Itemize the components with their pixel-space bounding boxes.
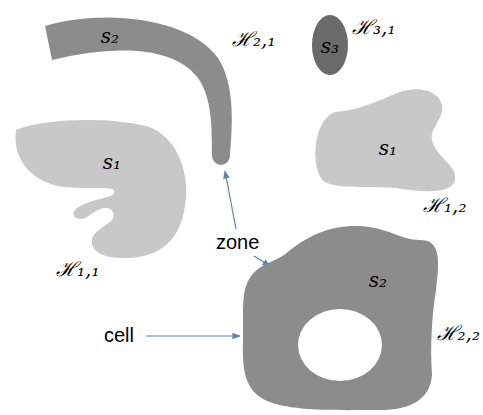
region-name: ℋ₁,₁ [56, 258, 99, 281]
zone-shape: ℋ₃,₁s₃ [312, 15, 348, 75]
zone-shape: ℋ₁,₁s₁ [12, 116, 192, 261]
shape-fill [15, 120, 186, 258]
cell-shape: ℋ₂,₂s₂ [240, 224, 440, 412]
shape-fill [315, 89, 455, 191]
state-symbol: s₁ [379, 137, 397, 160]
state-symbol: s₃ [321, 35, 339, 58]
region-name: ℋ₁,₂ [423, 194, 466, 217]
callout-label: zone [216, 231, 259, 254]
leader-arrow [146, 335, 240, 336]
shape-fill [243, 226, 438, 410]
state-symbol: s₂ [101, 25, 119, 48]
state-symbol: s₂ [369, 269, 387, 292]
leader-arrow [225, 171, 236, 229]
region-name: ℋ₃,₁ [352, 16, 395, 39]
shape-fill [312, 15, 348, 75]
region-name: ℋ₂,₂ [437, 322, 480, 345]
region-name: ℋ₂,₁ [232, 28, 275, 51]
callout-label: cell [104, 324, 134, 347]
zone-shape: ℋ₁,₂s₁ [312, 86, 460, 196]
state-symbol: s₁ [103, 151, 121, 174]
